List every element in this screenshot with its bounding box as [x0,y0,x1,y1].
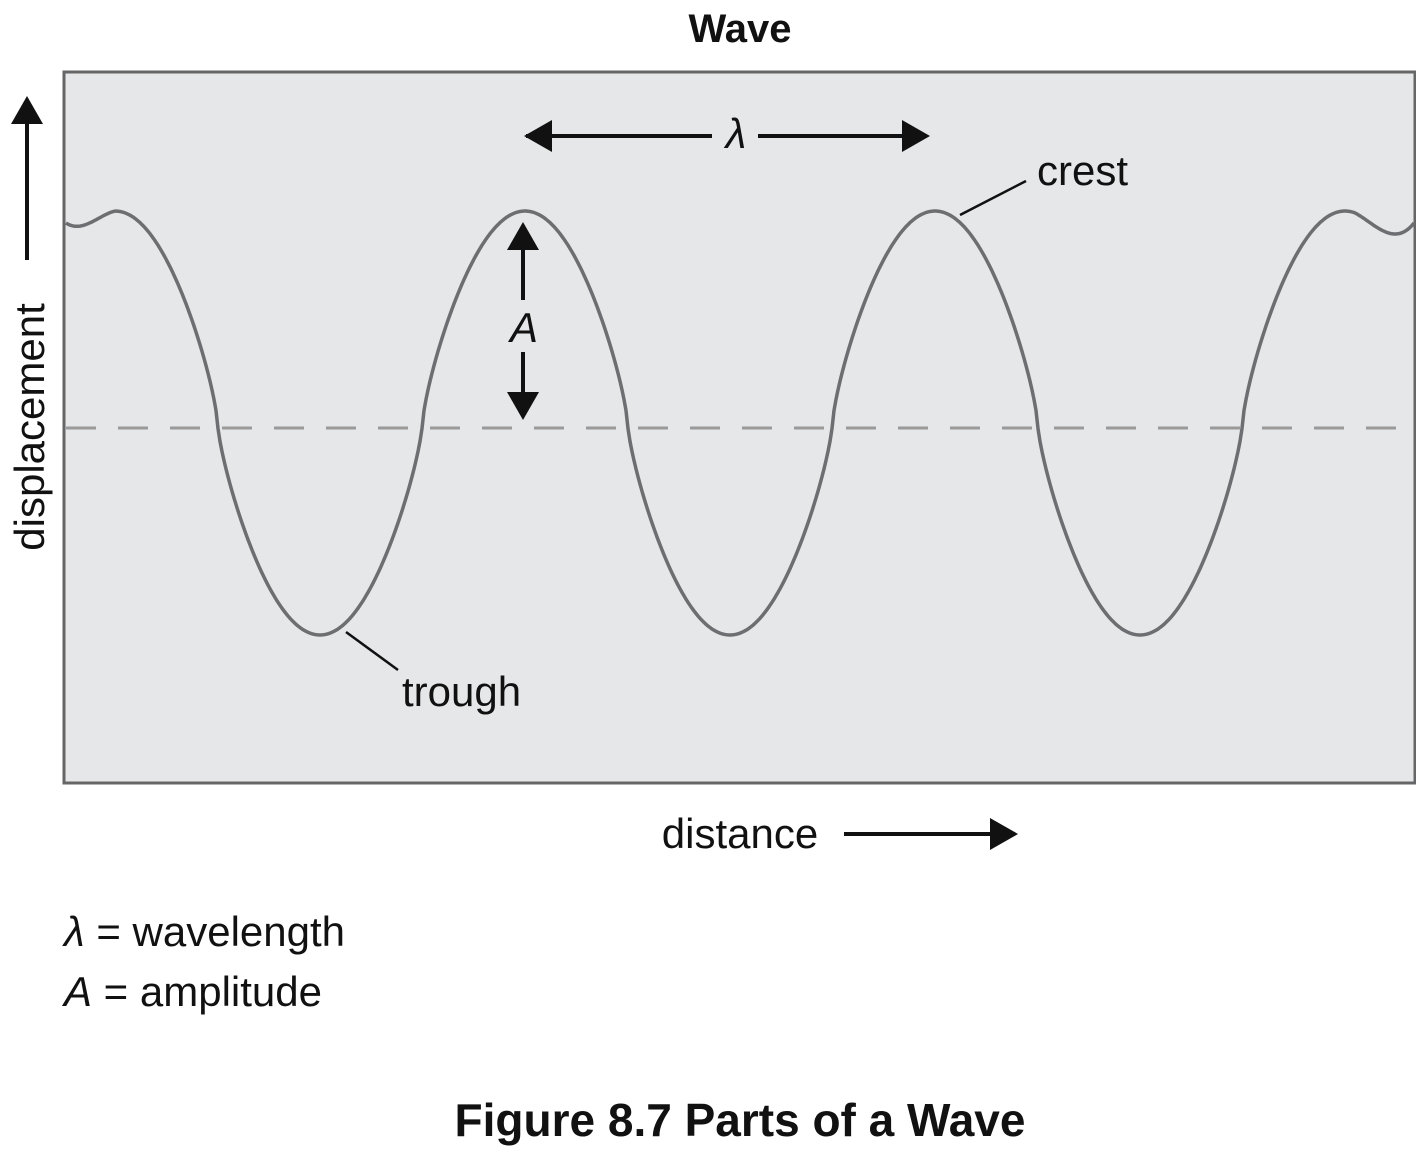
wavelength-symbol: λ [724,110,747,157]
wavelength-arrow: λ [524,110,930,157]
crest-annotation: crest [959,147,1128,217]
figure-caption: Figure 8.7 Parts of a Wave [455,1094,1026,1146]
legend-wavelength: λ = wavelength [62,908,345,955]
diagram-title: Wave [688,7,791,51]
wave-curve [65,209,1416,637]
crest-label: crest [1037,147,1128,194]
trough-label: trough [402,668,521,715]
legend-amplitude-text: = amplitude [92,968,322,1015]
legend-wavelength-symbol: λ [62,908,85,955]
x-axis-label: distance [662,810,818,857]
amplitude-symbol: A [507,304,538,351]
legend: λ = wavelength A = amplitude [61,908,345,1015]
legend-amplitude: A = amplitude [61,968,322,1015]
amplitude-arrow: A [507,222,539,420]
x-axis-annotation: distance [662,810,1018,857]
legend-wavelength-text: = wavelength [85,908,345,955]
y-axis-label: displacement [6,303,53,551]
trough-annotation: trough [345,630,521,715]
y-axis-annotation: displacement [6,96,53,551]
legend-amplitude-symbol: A [61,968,92,1015]
